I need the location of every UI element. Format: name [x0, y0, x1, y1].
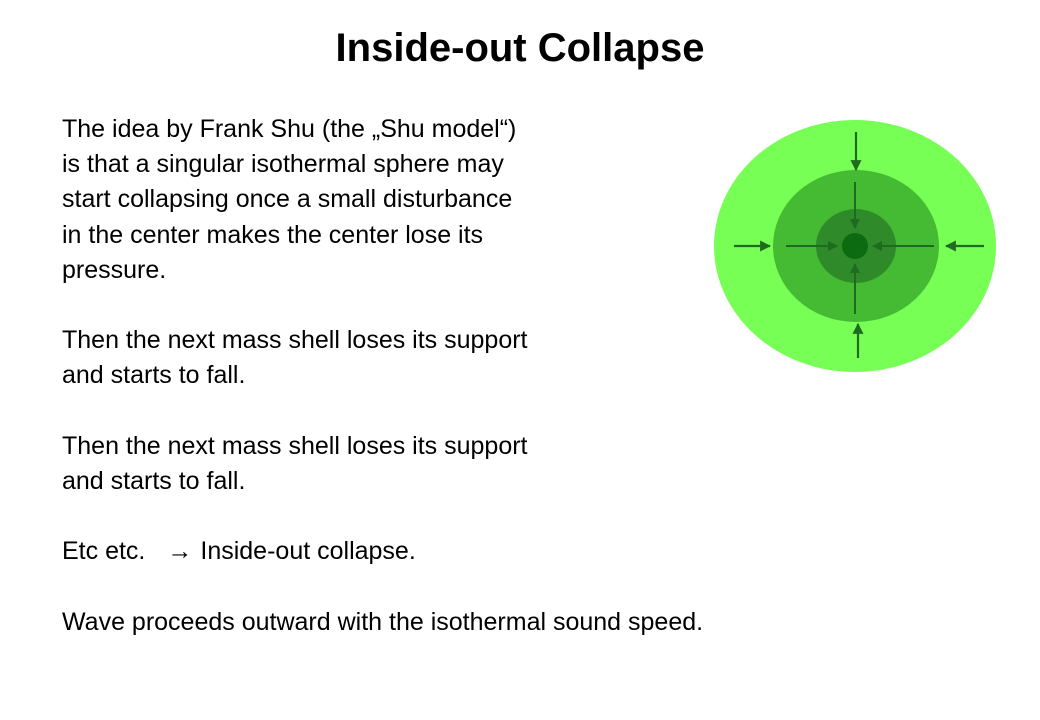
etc-rest: Inside-out collapse.	[200, 537, 416, 566]
intro-line-2: is that a singular isothermal sphere may	[62, 150, 504, 179]
etc-line: Etc etc. →Inside-out collapse.	[62, 534, 902, 569]
shell1-line-1: Then the next mass shell loses its suppo…	[62, 326, 528, 355]
intro-line-5: pressure.	[62, 255, 167, 284]
intro-line-4: in the center makes the center lose its	[62, 220, 484, 249]
intro-line-3: start collapsing once a small disturbanc…	[62, 185, 513, 214]
core	[842, 233, 868, 259]
shell1-line-2: and starts to fall.	[62, 361, 246, 390]
collapse-diagram	[714, 120, 996, 372]
paragraph-spacer	[62, 394, 902, 429]
slide-title: Inside-out Collapse	[335, 26, 705, 70]
right-arrow-icon: →	[167, 537, 193, 566]
intro-line-1: The idea by Frank Shu (the „Shu model“)	[62, 115, 517, 143]
paragraph-spacer	[62, 570, 902, 605]
paragraph-spacer	[62, 499, 902, 534]
etc-lead: Etc etc.	[62, 537, 146, 566]
shell2-line-1: Then the next mass shell loses its suppo…	[62, 431, 528, 460]
wave-line: Wave proceeds outward with the isotherma…	[62, 607, 704, 636]
shell2-line-2: and starts to fall.	[62, 467, 246, 495]
body-text: The idea by Frank Shu (the „Shu model“) …	[62, 112, 902, 640]
